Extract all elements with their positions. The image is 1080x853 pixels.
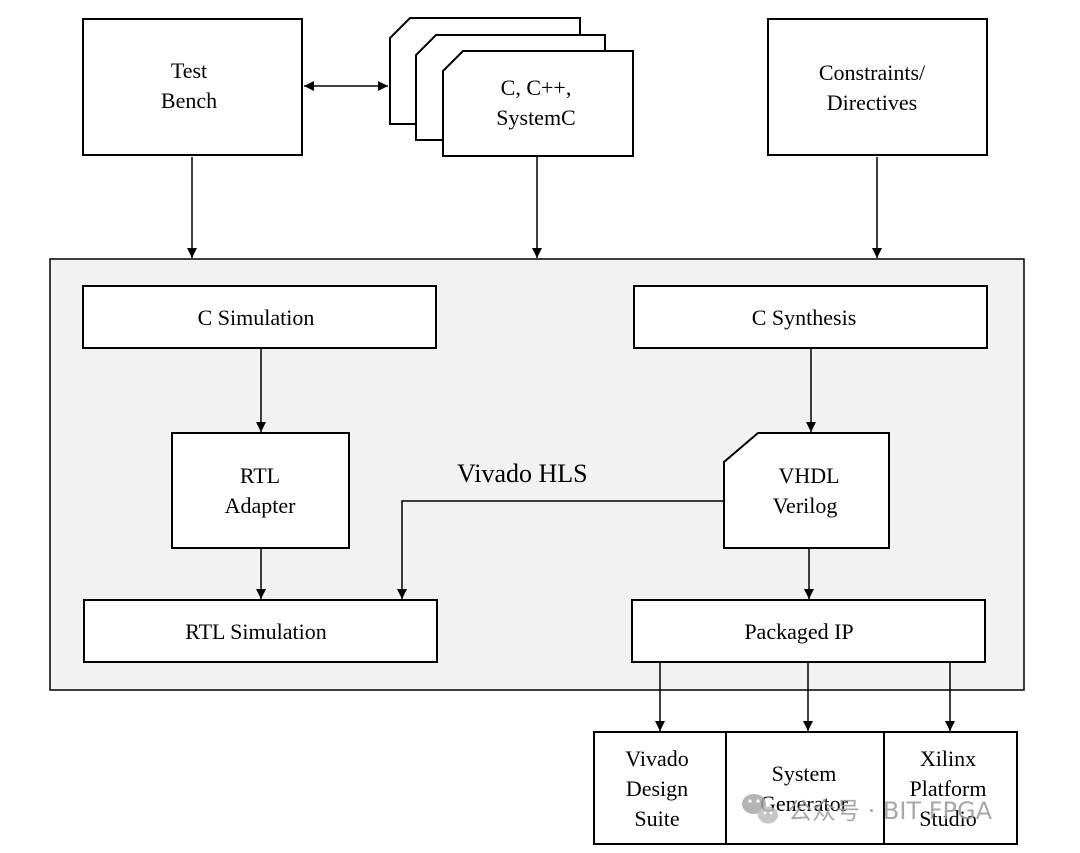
- constraints-label-line1: Constraints/: [819, 60, 926, 85]
- rtl-simulation-label: RTL Simulation: [185, 619, 326, 644]
- vivado-design-suite-box: Vivado Design Suite: [593, 731, 727, 845]
- xilinx-platform-studio-box: Xilinx Platform Studio: [883, 731, 1018, 845]
- vivado-hls-title: Vivado HLS: [457, 459, 588, 488]
- c-simulation-label: C Simulation: [198, 305, 315, 330]
- wechat-icon: [742, 794, 778, 824]
- rtl-simulation-box: RTL Simulation: [83, 599, 438, 663]
- hdl-output-label-line2: Verilog: [773, 493, 838, 518]
- system-generator-box: System Generator: [725, 731, 885, 845]
- constraints-label-line2: Directives: [827, 90, 917, 115]
- xilinx-platform-studio-label-line2: Platform: [910, 776, 987, 801]
- source-files-label-line1: C, C++,: [501, 75, 572, 100]
- hdl-output-label-line1: VHDL: [778, 463, 839, 488]
- packaged-ip-label: Packaged IP: [744, 619, 853, 644]
- hdl-output-document: VHDL Verilog: [723, 432, 890, 549]
- source-files-label-line2: SystemC: [496, 105, 575, 130]
- test-bench-label-line2: Bench: [161, 88, 217, 113]
- source-file-sheet-front: [442, 50, 634, 157]
- vivado-design-suite-label-line3: Suite: [634, 806, 679, 831]
- system-generator-label-line1: System: [772, 761, 837, 786]
- c-simulation-box: C Simulation: [82, 285, 437, 349]
- constraints-box: Constraints/ Directives: [767, 18, 988, 156]
- rtl-adapter-label-line1: RTL: [240, 463, 280, 488]
- rtl-adapter-box: RTL Adapter: [171, 432, 350, 549]
- vivado-design-suite-label-line1: Vivado: [625, 746, 688, 771]
- packaged-ip-box: Packaged IP: [631, 599, 986, 663]
- c-synthesis-label: C Synthesis: [752, 305, 857, 330]
- test-bench-box: Test Bench: [82, 18, 303, 156]
- watermark-text: 公众号 · BIT FPGA: [788, 797, 993, 825]
- test-bench-label-line1: Test: [171, 58, 207, 83]
- xilinx-platform-studio-label-line1: Xilinx: [920, 746, 976, 771]
- watermark: 公众号 · BIT FPGA: [742, 794, 993, 825]
- vivado-design-suite-label-line2: Design: [626, 776, 688, 801]
- c-synthesis-box: C Synthesis: [633, 285, 988, 349]
- connectors: [187, 81, 955, 731]
- xilinx-platform-studio-label-line3: Studio: [919, 806, 976, 831]
- source-files-stack: C, C++, SystemC: [389, 17, 634, 157]
- arrow-hdl-to-rtl-sim: [397, 500, 724, 599]
- rtl-adapter-label-line2: Adapter: [225, 493, 297, 518]
